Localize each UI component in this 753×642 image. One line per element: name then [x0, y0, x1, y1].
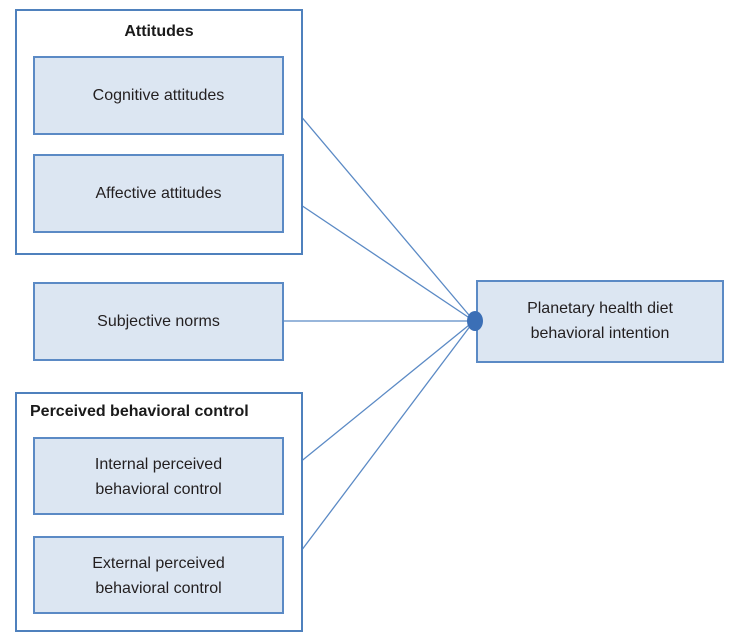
node-label-outcome-line2: behavioral intention: [531, 325, 670, 342]
node-label-outcome-line1: Planetary health diet: [527, 300, 673, 317]
node-internal-pbc[interactable]: [33, 437, 284, 515]
node-external-pbc[interactable]: [33, 536, 284, 614]
edge-internal-pbc-to-outcome: [282, 320, 475, 477]
edge-external-pbc-to-outcome: [282, 320, 475, 576]
node-label-internal-pbc-line2: behavioral control: [95, 481, 221, 498]
edge-affective-attitudes-to-outcome: [282, 192, 475, 322]
node-label-internal-pbc-line1: Internal perceived: [95, 456, 222, 473]
node-outcome[interactable]: [476, 280, 724, 363]
edge-cognitive-attitudes-to-outcome: [282, 94, 475, 322]
group-title-attitudes: Attitudes: [124, 23, 193, 40]
node-label-affective-attitudes: Affective attitudes: [96, 185, 222, 202]
group-title-perceived-behavioral-control: Perceived behavioral control: [30, 403, 249, 420]
node-subjective-norms[interactable]: [33, 282, 284, 361]
node-label-cognitive-attitudes: Cognitive attitudes: [93, 87, 225, 104]
node-cognitive-attitudes[interactable]: [33, 56, 284, 135]
node-label-subjective-norms: Subjective norms: [97, 313, 220, 330]
node-label-external-pbc-line2: behavioral control: [95, 580, 221, 597]
connector-junction-dot: [467, 311, 483, 331]
node-affective-attitudes[interactable]: [33, 154, 284, 233]
connector-group: [282, 94, 475, 576]
node-label-external-pbc-line1: External perceived: [92, 555, 225, 572]
